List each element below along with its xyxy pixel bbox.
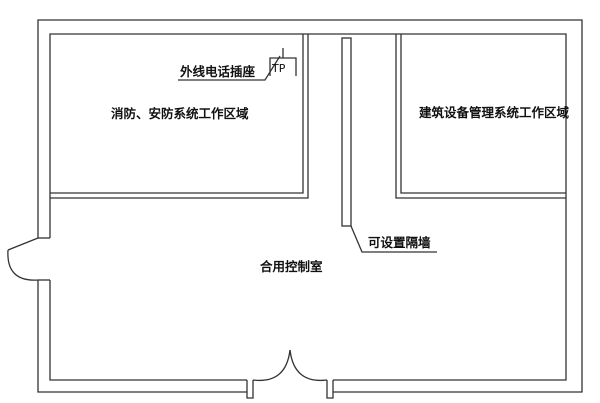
- tp-symbol-label: TP: [271, 62, 286, 75]
- exterior-wall-inner: [49, 33, 567, 381]
- left-door-leaf: [7, 237, 39, 251]
- right-zone-wall-outer: [395, 34, 566, 199]
- left-zone-wall-outer: [50, 34, 309, 199]
- bms-zone-label: 建筑设备管理系统工作区域: [419, 105, 570, 120]
- exterior-wall-outer: [37, 19, 583, 393]
- tp-socket-leader: [178, 55, 281, 81]
- left-zone-wall-inner: [50, 34, 304, 194]
- partition-leader: [350, 225, 437, 253]
- bottom-door-swing-left: [252, 349, 291, 382]
- fire-security-zone-label: 消防、安防系统工作区域: [111, 106, 249, 121]
- bottom-door-swing-right: [289, 349, 328, 382]
- bottom-door-jamb-left: [246, 380, 254, 399]
- shared-control-room-label: 合用控制室: [260, 259, 323, 274]
- optional-partition-label: 可设置隔墙: [368, 235, 431, 250]
- right-zone-wall-inner: [400, 34, 566, 194]
- bottom-door-jamb-right: [326, 380, 334, 399]
- left-door-swing: [7, 249, 39, 281]
- phone-socket-label: 外线电话插座: [179, 64, 256, 79]
- optional-partition-wall: [341, 37, 352, 227]
